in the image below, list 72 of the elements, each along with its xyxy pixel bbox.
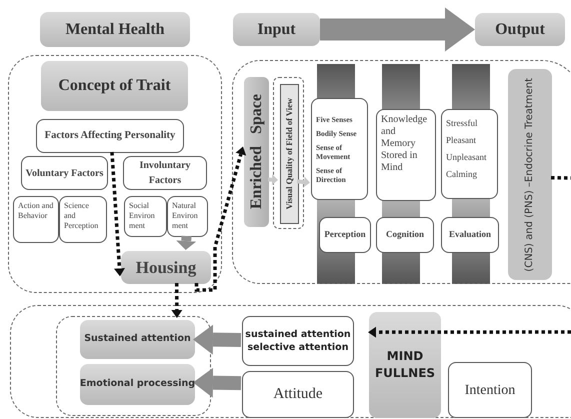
box-label: Social Environ ment [129, 201, 156, 231]
block-arrow [193, 368, 242, 398]
heading-box [80, 320, 195, 359]
block-arrow [176, 236, 196, 250]
text-box [376, 109, 436, 201]
box-label: Science and Perception [64, 201, 100, 231]
block-arrow [193, 324, 242, 355]
box-title: Output [495, 20, 545, 40]
box-label: MIND FULLNES [374, 348, 436, 382]
box-label: Voluntary Factors [26, 166, 104, 180]
text-box [167, 196, 208, 237]
list-item: selective attention [248, 341, 348, 354]
title-box [40, 12, 190, 47]
box-title: Housing [136, 256, 196, 279]
text-box [123, 156, 207, 190]
box-label: Knowledge and Memory Stored in Mind [381, 114, 428, 174]
text-box [59, 196, 107, 243]
text-box [21, 156, 108, 190]
box-label: Action and Behavior [18, 201, 54, 221]
vertical-label: (CNS) and (PNS) –Endocrine Treatment [523, 78, 536, 272]
arrow [268, 174, 278, 186]
dotted-arrow [171, 282, 182, 318]
box-label: Natural Environ ment [172, 201, 199, 231]
list-item: Calming [446, 169, 477, 179]
heading-box [80, 364, 195, 405]
box-label: Intention [464, 382, 516, 400]
text-box [319, 217, 371, 253]
heading-box [369, 312, 441, 418]
vertical-bar [244, 77, 269, 227]
text-box [36, 119, 184, 153]
box-title: Concept of Trait [58, 76, 171, 96]
list-item: Pleasant [446, 135, 476, 145]
box-label: Attitude [273, 385, 323, 404]
vertical-label: Enriched Space [246, 94, 266, 210]
text-box [441, 217, 499, 253]
text-box [441, 109, 498, 199]
dashed-frame [273, 77, 304, 229]
box-title: Input [257, 20, 296, 40]
box-label: Involuntary Factors [138, 159, 192, 188]
box-label: Factors Affecting Personality [44, 129, 176, 144]
box-label: Emotional processing [80, 377, 196, 392]
text-box [242, 316, 354, 366]
list-item: Unpleasant [446, 152, 486, 162]
box-label: Perception [324, 228, 366, 242]
vertical-box [280, 84, 299, 224]
vertical-box [508, 69, 552, 280]
text-box [13, 196, 59, 243]
text-box [311, 98, 368, 200]
dashed-region [232, 60, 571, 284]
box-label: Evaluation [448, 228, 491, 242]
text-box [124, 196, 167, 237]
dotted-arrow [194, 146, 246, 292]
dotted-line [550, 176, 571, 180]
dashed-frame [56, 316, 211, 416]
vertical-label: Visual Quality of Field of View [283, 98, 296, 210]
list-item: Stressful [446, 118, 478, 128]
title-box [475, 13, 565, 46]
arrow [296, 176, 310, 188]
dotted-arrow [368, 326, 571, 338]
title-box [233, 13, 320, 46]
dashed-region [8, 55, 222, 293]
box-label: Sustained attention [84, 332, 191, 346]
box-label: Cognition [386, 228, 424, 242]
box-title: Mental Health [65, 20, 165, 40]
dashed-region [10, 305, 571, 418]
list-item: sustained attention [245, 328, 351, 341]
text-box [376, 217, 434, 253]
text-box [242, 371, 354, 418]
heading-box [121, 251, 211, 284]
heading-box [41, 61, 188, 111]
block-arrow [320, 8, 475, 52]
text-box [448, 362, 532, 418]
